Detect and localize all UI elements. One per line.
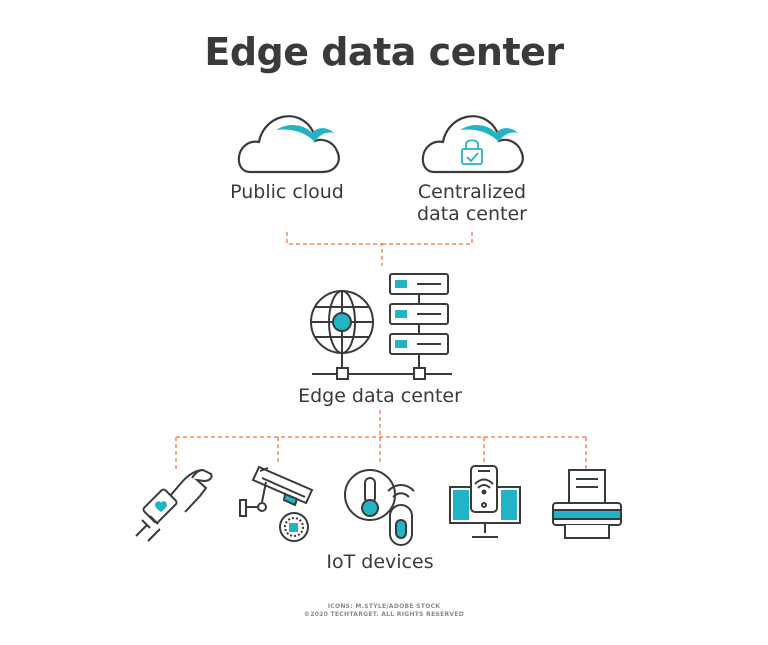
server-rack-icon — [389, 273, 449, 368]
lock-icon — [461, 139, 483, 165]
centralized-data-center-label: Centralized data center — [417, 181, 527, 225]
edge-data-center-label: Edge data center — [298, 385, 462, 407]
printer-icon — [552, 469, 622, 539]
public-cloud-label: Public cloud — [230, 181, 344, 203]
connector-public-cloud — [286, 232, 383, 266]
cloud-icon — [237, 115, 340, 174]
security-camera-icon — [239, 465, 314, 542]
connector-lines — [175, 232, 587, 470]
diagram-title: Edge data center — [204, 30, 564, 74]
cloud-lock-icon — [421, 115, 524, 174]
iot-devices-label: IoT devices — [326, 551, 434, 573]
smartwatch-hand-icon — [135, 468, 213, 542]
icon-credit: ICONS: M.STYLE/ADOBE STOCK — [327, 603, 441, 610]
connector-central-dc — [382, 232, 473, 245]
smart-thermostat-icon — [344, 469, 415, 546]
smartphone-monitor-icon — [449, 465, 521, 538]
network-bus — [312, 367, 452, 380]
globe-icon — [310, 290, 374, 372]
copyright-notice: ©2020 TECHTARGET. ALL RIGHTS RESERVED — [303, 611, 465, 618]
